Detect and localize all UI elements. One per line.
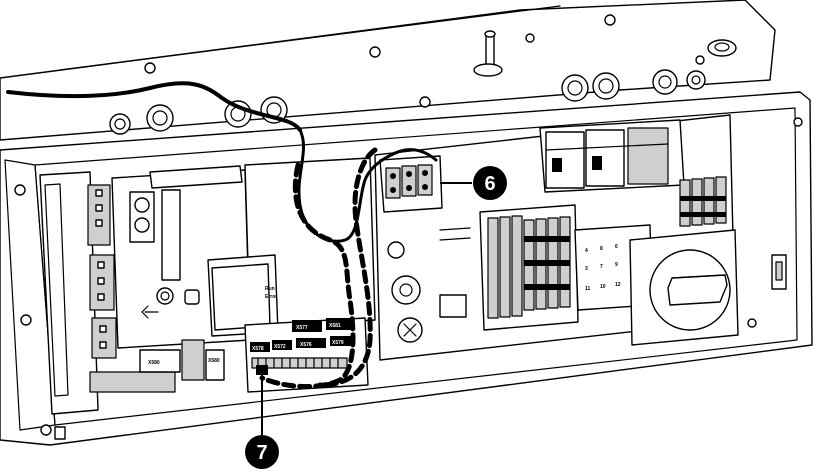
- callout-number: 7: [256, 442, 267, 464]
- plate-number: 7: [600, 264, 603, 270]
- connector-label: X580: [208, 358, 220, 364]
- top-cover: [0, 0, 776, 141]
- plate-number: 6: [615, 244, 618, 250]
- terminal-rows: [479, 204, 579, 331]
- plate-number: 9: [615, 262, 618, 268]
- display-panel: Run Error: [207, 157, 376, 337]
- callout-number: 6: [484, 173, 495, 195]
- connector-label: X577: [296, 325, 308, 331]
- callout-6: 6: [440, 166, 507, 200]
- terminal-block: [379, 155, 443, 213]
- cables: [6, 81, 438, 389]
- plate-number: 8: [600, 246, 603, 252]
- panel-text-run: Run: [265, 286, 275, 292]
- connector-label: X579: [332, 340, 344, 346]
- circuit-breakers: [539, 119, 685, 193]
- connector-label: X576: [300, 342, 312, 348]
- connector-strip: X577 X581 X578 X572 X576 X579: [244, 317, 369, 393]
- connector-label: X572: [274, 344, 286, 350]
- connector-label: X580: [148, 360, 160, 366]
- plate-number: 11: [585, 286, 591, 292]
- panel-text-error: Error: [265, 294, 277, 300]
- cable-glands: [109, 69, 706, 135]
- callout-7: 7: [245, 375, 279, 469]
- connector-label: X581: [329, 323, 341, 329]
- plate-number: 3: [585, 266, 588, 272]
- rotary-isolator: [629, 229, 739, 346]
- right-terminals: [679, 176, 727, 227]
- connector-label: X578: [252, 346, 264, 352]
- left-din-rail: [39, 171, 117, 415]
- plate-number: 10: [600, 284, 606, 290]
- plate-number: 12: [615, 282, 621, 288]
- plate-number: 4: [585, 248, 588, 254]
